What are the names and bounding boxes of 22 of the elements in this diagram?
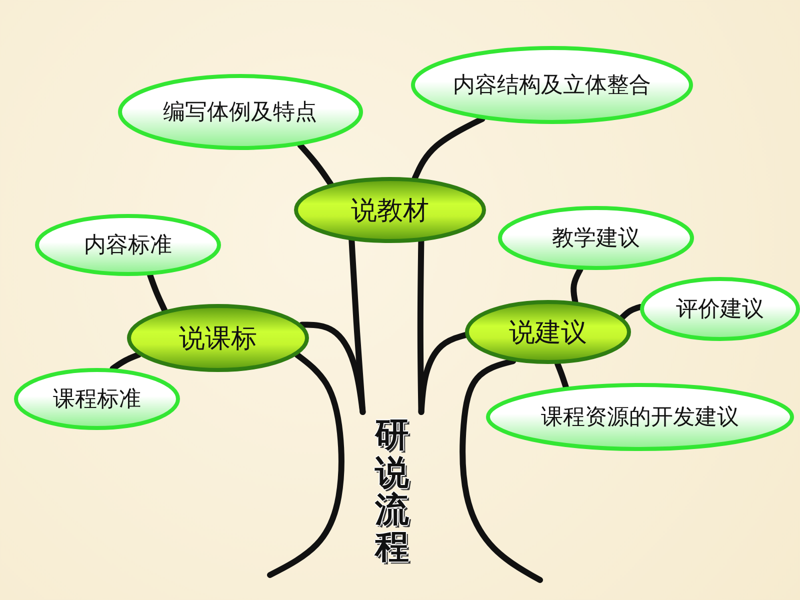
- branch-line: [460, 358, 543, 583]
- connector-line: [298, 322, 366, 415]
- topic-label: 内容结构及立体整合: [453, 72, 651, 100]
- branch-line: [267, 352, 344, 578]
- topic-label: 说建议: [509, 316, 587, 350]
- topic-label: 教学建议: [552, 225, 640, 253]
- connector-line: [297, 142, 334, 188]
- connector-line: [570, 266, 584, 305]
- connector-line: [412, 116, 486, 182]
- topic-label: 内容标准: [84, 232, 172, 260]
- connector-line: [147, 272, 168, 314]
- connector-line: [418, 332, 468, 415]
- topic-label: 说课标: [179, 322, 257, 356]
- topic-label: 说教材: [351, 194, 429, 228]
- topic-label: 课程标准: [53, 386, 141, 414]
- topic-label: 课程资源的开发建议: [541, 404, 739, 432]
- vertical-title-text: 研说流程: [375, 417, 409, 567]
- connector-line: [348, 237, 366, 415]
- topic-label: 编写体例及特点: [163, 99, 317, 127]
- connector-line: [554, 360, 569, 390]
- connector-line: [110, 352, 142, 372]
- topic-label: 评价建议: [676, 296, 764, 324]
